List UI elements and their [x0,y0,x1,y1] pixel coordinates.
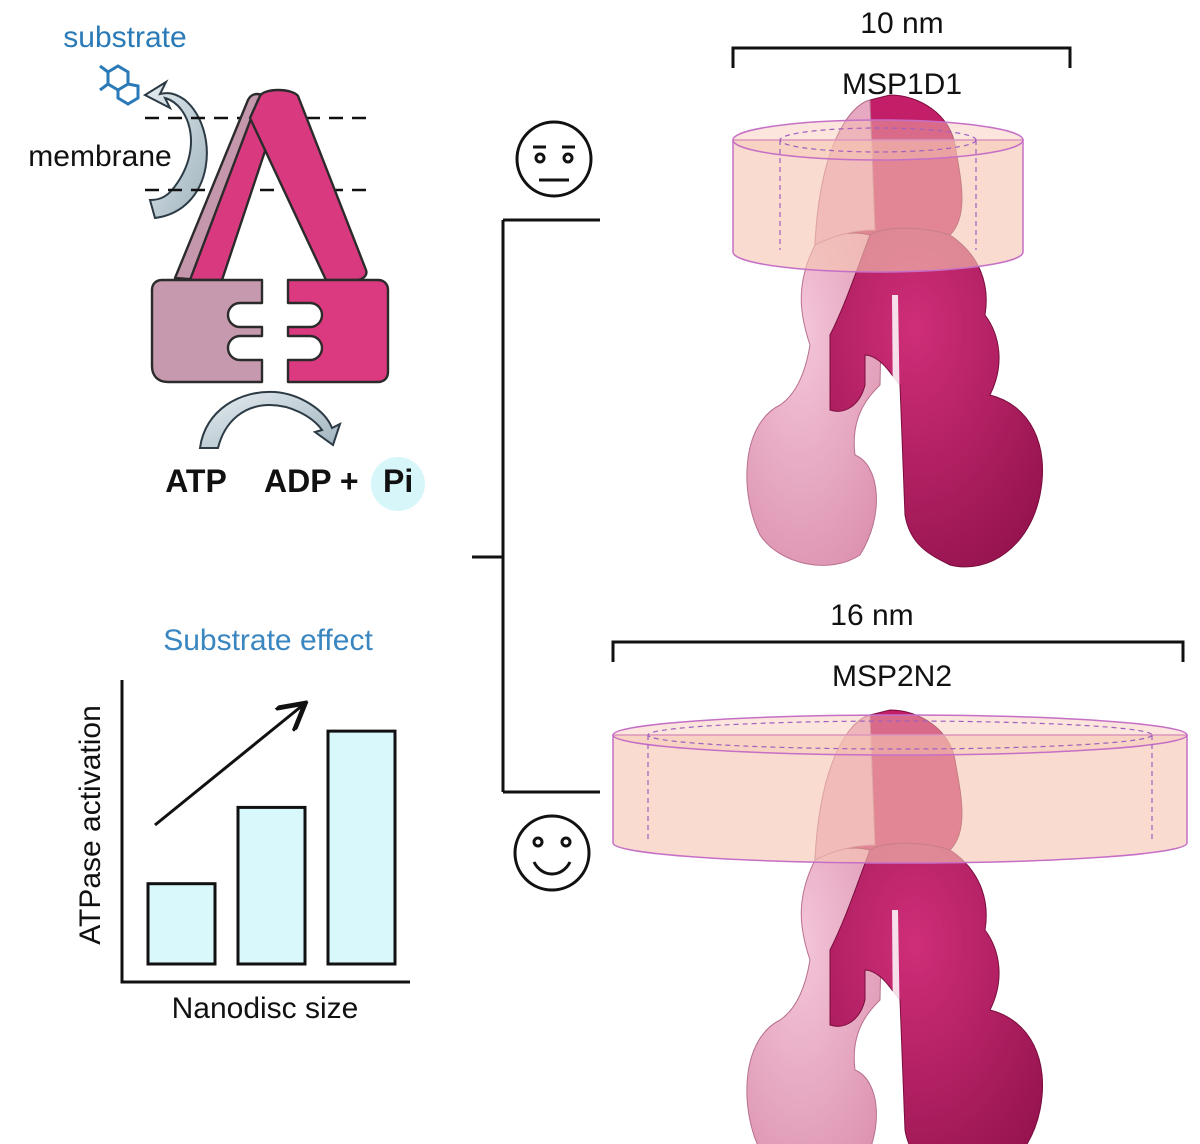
substrate-transport-arrow [142,79,208,220]
membrane-label: membrane [28,140,171,173]
atp-label: ATP [165,463,227,499]
substrate-molecule-icon [99,64,140,106]
nanodisc-msp1d1: 10 nm MSP1D1 [731,7,1072,568]
pi-highlight [371,457,425,511]
substrate-label: substrate [63,21,186,54]
pi-label: Pi [383,463,413,499]
chart-x-axis-label: Nanodisc size [172,992,359,1025]
nanodisc-2-disc [612,714,1188,864]
chart-y-axis-label: ATPase activation [74,705,107,945]
increase-trend-arrow [154,705,303,827]
abc-transporter-schematic: substrate membrane ATP ADP + Pi [28,21,425,511]
atp-hydrolysis-arrow [198,390,342,449]
nanodisc-1-disc [732,119,1024,273]
substrate-effect-chart: Substrate effect ATPase activation Nanod… [74,624,410,1025]
nbd-right [286,278,390,384]
chart-title: Substrate effect [163,624,373,657]
comparison-bracket [472,218,600,794]
nanodisc-2-name: MSP2N2 [832,660,952,693]
nanodisc-2-scale-bar [611,640,1185,662]
nanodisc-2-scale-label: 16 nm [830,599,913,632]
nanodisc-1-scale-bar [731,46,1072,68]
chart-bar-2 [236,805,307,966]
chart-bars [146,729,397,966]
chart-bar-1 [146,882,217,966]
nanodisc-1-scale-label: 10 nm [860,7,943,40]
neutral-face-icon [515,120,593,198]
nbd-left [150,278,264,384]
products-label: ADP + [264,463,367,499]
nanodisc-msp2n2: 16 nm MSP2N2 [611,599,1188,1144]
chart-axes [120,680,410,984]
smiling-face-icon [513,814,591,892]
chart-bar-3 [326,729,397,966]
